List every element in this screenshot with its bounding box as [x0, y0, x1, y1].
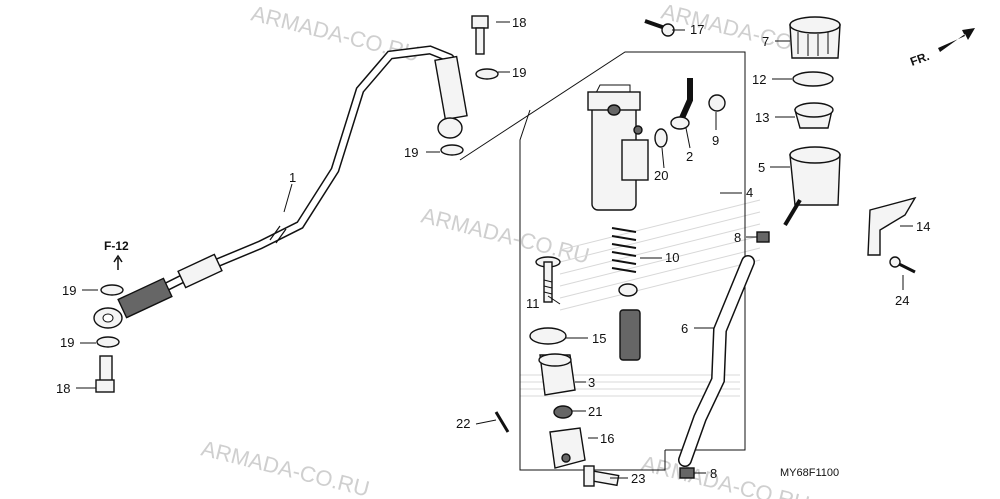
piston-assembly	[618, 283, 641, 361]
diagram-code: MY68F1100	[780, 467, 839, 479]
callout-18: 18	[56, 381, 70, 396]
mounting-bolt	[644, 19, 675, 37]
snap-ring	[529, 327, 567, 345]
reference-marker: F-12	[104, 239, 129, 270]
callout-2: 2	[686, 149, 693, 164]
callout-21: 21	[588, 404, 602, 419]
watermark: ARMADA-CO.RU	[419, 203, 592, 269]
reservoir-cap	[789, 16, 841, 59]
callout-24: 24	[895, 293, 909, 308]
stay-bolt	[889, 256, 916, 274]
oil-bolt	[471, 15, 489, 55]
callout-19: 19	[60, 335, 74, 350]
joint-pin	[583, 465, 620, 487]
callout-8: 8	[734, 230, 741, 245]
callout-14: 14	[916, 219, 930, 234]
background-hatching	[520, 199, 761, 397]
front-direction-label: FR.	[908, 49, 931, 69]
hose-clip	[679, 467, 695, 479]
reservoir-tank	[783, 146, 841, 227]
callout-19: 19	[62, 283, 76, 298]
callout-1: 1	[289, 170, 296, 185]
oil-bolt	[95, 355, 115, 393]
diaphragm-plate	[792, 71, 834, 87]
reservoir-diaphragm	[794, 102, 834, 129]
callout-18: 18	[512, 15, 526, 30]
front-direction-indicator: FR.	[908, 28, 975, 69]
push-rod	[535, 256, 561, 303]
callout-3: 3	[588, 375, 595, 390]
callout-22: 22	[456, 416, 470, 431]
leader-lines	[76, 21, 913, 479]
hose-upper-fitting	[437, 117, 463, 139]
callout-10: 10	[665, 250, 679, 265]
piston-spring	[611, 227, 637, 273]
hose-joint	[670, 78, 693, 130]
reservoir-hose	[678, 255, 755, 467]
callout-23: 23	[631, 471, 645, 486]
callout-11: 11	[526, 296, 540, 311]
callout-4: 4	[746, 185, 753, 200]
sealing-washer	[475, 68, 499, 80]
callout-8: 8	[710, 466, 717, 481]
watermark: ARMADA-CO.RU	[199, 436, 372, 499]
callout-20: 20	[654, 168, 668, 183]
reference-label: F-12	[104, 239, 129, 253]
circlip	[708, 94, 726, 112]
callout-5: 5	[758, 160, 765, 175]
callout-17: 17	[690, 22, 704, 37]
callout-9: 9	[712, 133, 719, 148]
hose-lower-fitting	[93, 307, 123, 329]
o-ring	[654, 128, 668, 148]
clevis-joint	[549, 427, 586, 469]
sealing-washer	[440, 144, 464, 156]
sealing-washer	[100, 284, 124, 296]
callout-12: 12	[752, 72, 766, 87]
callout-6: 6	[681, 321, 688, 336]
callout-7: 7	[762, 34, 769, 49]
callout-labels: 18 19 19 1 19 19 18 17 2 9 20 4 10 11 15…	[56, 15, 930, 486]
callout-15: 15	[592, 331, 606, 346]
brake-hose	[117, 45, 468, 319]
callout-16: 16	[600, 431, 614, 446]
dust-boot	[538, 353, 576, 396]
cotter-pin	[494, 411, 510, 433]
sealing-washer	[96, 336, 120, 348]
reservoir-stay	[867, 196, 917, 256]
callout-19: 19	[404, 145, 418, 160]
hose-clip	[756, 231, 770, 243]
callout-19: 19	[512, 65, 526, 80]
callout-13: 13	[755, 110, 769, 125]
master-cylinder-body	[587, 91, 649, 211]
joint-nut	[553, 405, 573, 419]
